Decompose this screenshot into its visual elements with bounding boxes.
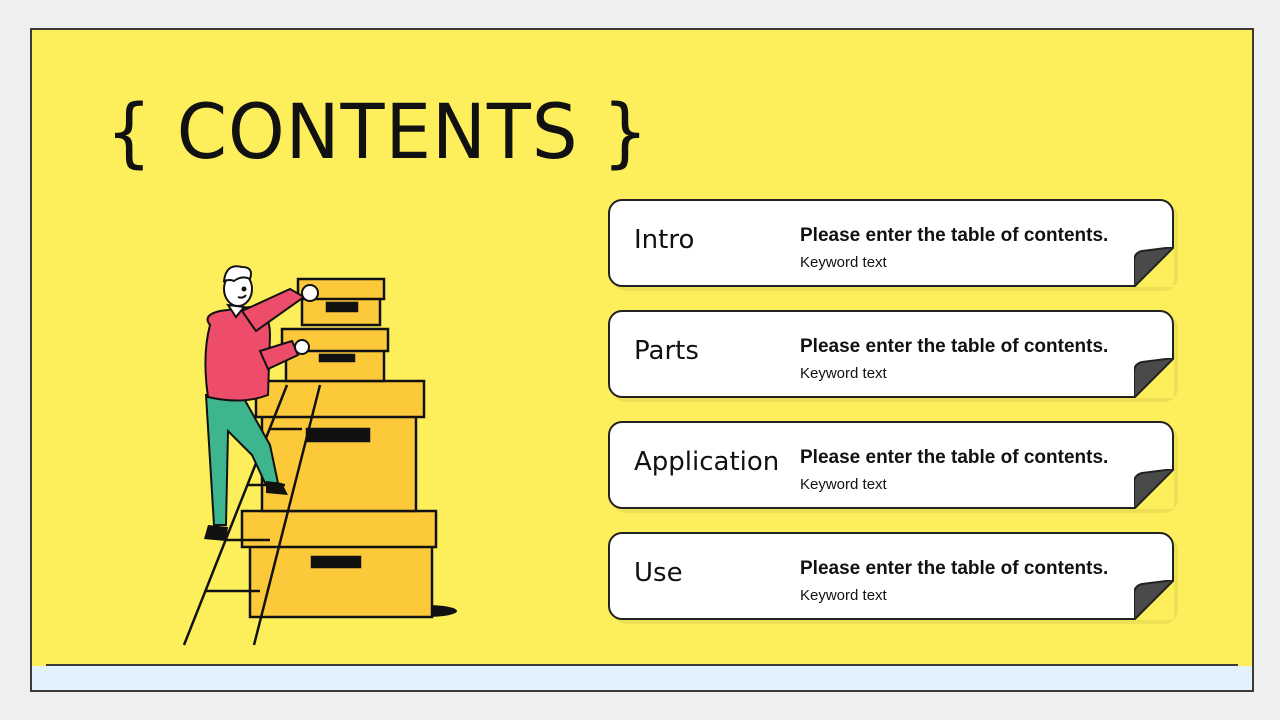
toc-item-name: Intro — [634, 225, 695, 255]
toc-item-keyword: Keyword text — [800, 365, 887, 382]
toc-item-name: Parts — [634, 336, 699, 366]
person-stacking-boxes-illustration — [182, 265, 457, 646]
footer-divider — [46, 664, 1238, 666]
toc-item-name: Application — [634, 447, 780, 477]
slide: { CONTENTS } — [30, 28, 1254, 692]
toc-item-intro[interactable]: Intro Please enter the table of contents… — [608, 199, 1174, 287]
figure-legs — [204, 394, 280, 526]
toc-item-keyword: Keyword text — [800, 587, 887, 604]
toc-item-description: Please enter the table of contents. — [800, 336, 1109, 357]
toc-item-keyword: Keyword text — [800, 476, 887, 493]
box-bottom — [240, 509, 438, 619]
toc-item-application[interactable]: Application Please enter the table of co… — [608, 421, 1174, 509]
toc-item-description: Please enter the table of contents. — [800, 558, 1109, 579]
page-fold-icon — [1134, 358, 1174, 398]
page-fold-icon — [1134, 469, 1174, 509]
toc-item-name: Use — [634, 558, 683, 588]
toc-item-description: Please enter the table of contents. — [800, 225, 1109, 246]
page-fold-icon — [1134, 580, 1174, 620]
toc-item-use[interactable]: Use Please enter the table of contents. … — [608, 532, 1174, 620]
box-top — [296, 277, 386, 327]
toc-item-keyword: Keyword text — [800, 254, 887, 271]
figure-head — [222, 265, 253, 319]
toc-item-parts[interactable]: Parts Please enter the table of contents… — [608, 310, 1174, 398]
table-of-contents: Intro Please enter the table of contents… — [608, 199, 1176, 643]
toc-item-description: Please enter the table of contents. — [800, 447, 1109, 468]
page-fold-icon — [1134, 247, 1174, 287]
footer-band — [32, 666, 1252, 690]
page-title: { CONTENTS } — [106, 87, 650, 176]
